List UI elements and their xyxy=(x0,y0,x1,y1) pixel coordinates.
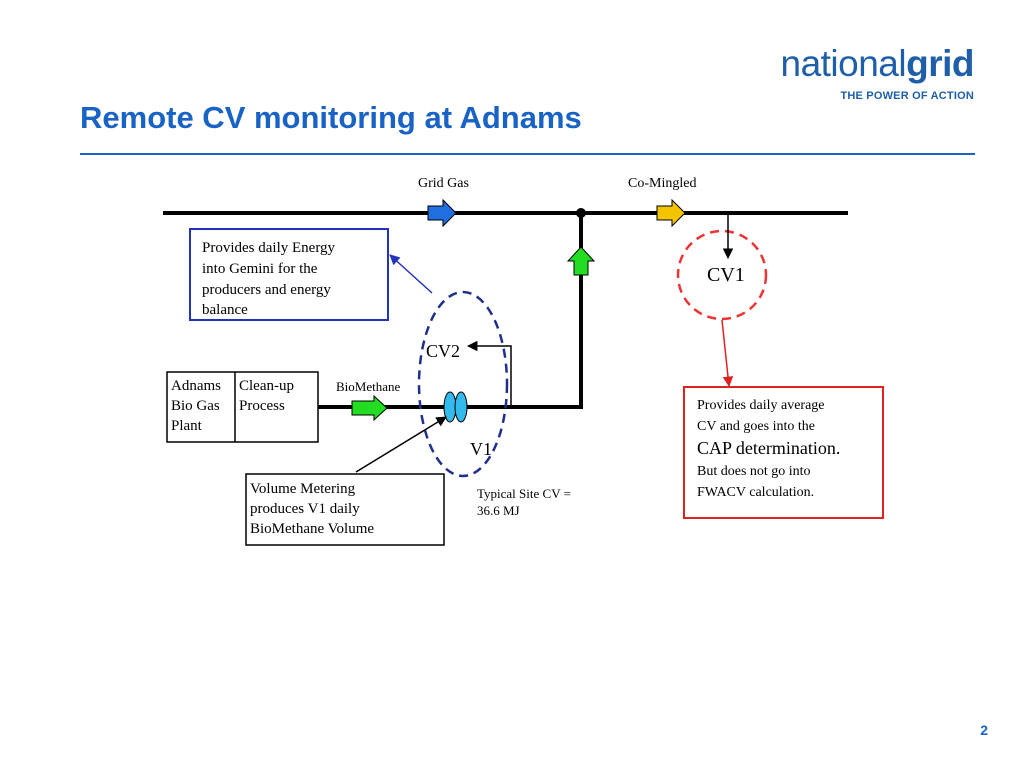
plant-line-2: Bio Gas xyxy=(171,398,220,414)
v1-label: V1 xyxy=(470,439,492,459)
energy-info-line-3: producers and energy xyxy=(202,282,331,298)
cv2-sample-line xyxy=(466,340,512,407)
logo-word-light: national xyxy=(780,43,907,84)
volume-to-meter-arrow xyxy=(355,416,447,473)
plant-box xyxy=(166,371,319,443)
plant-line-1: Adnams xyxy=(171,378,221,394)
grid-gas-flow-arrow xyxy=(427,198,457,228)
cap-info-line-2: CV and goes into the xyxy=(697,419,815,434)
cap-info-line-5: FWACV calculation. xyxy=(697,485,814,500)
cv2-label: CV2 xyxy=(426,341,460,361)
co-mingled-flow-arrow xyxy=(656,198,686,228)
title-divider xyxy=(80,153,975,155)
cleanup-line-2: Process xyxy=(239,398,285,414)
energy-info-line-2: into Gemini for the xyxy=(202,261,318,277)
injection-flow-arrow xyxy=(566,246,596,276)
energy-info-line-4: balance xyxy=(202,302,248,318)
page-number: 2 xyxy=(980,722,988,738)
biomethane-flow-arrow xyxy=(351,394,388,422)
volume-line-2: produces V1 daily xyxy=(250,501,360,517)
cv1-monitor-circle xyxy=(676,229,768,321)
national-grid-logo: nationalgrid THE POWER OF ACTION xyxy=(781,44,975,103)
site-cv-line-2: 36.6 MJ xyxy=(477,503,520,518)
cap-info-line-1: Provides daily average xyxy=(697,398,825,413)
logo-wordmark: nationalgrid xyxy=(781,44,975,84)
grid-gas-label: Grid Gas xyxy=(418,176,469,191)
energy-info-box xyxy=(189,228,389,321)
logo-word-bold: grid xyxy=(906,43,974,84)
plant-line-3: Plant xyxy=(171,418,203,434)
biomethane-label: BioMethane xyxy=(336,379,400,394)
meter-rotor-right xyxy=(454,391,468,423)
cleanup-line-1: Clean-up xyxy=(239,378,294,394)
cap-info-box xyxy=(683,386,884,519)
ellipse-to-energy-arrow xyxy=(389,254,433,294)
slide-title: Remote CV monitoring at Adnams xyxy=(80,100,582,135)
cv1-label: CV1 xyxy=(707,264,745,286)
logo-tagline: THE POWER OF ACTION xyxy=(840,90,974,102)
cv2-v1-monitor-ellipse xyxy=(417,290,509,478)
volume-metering-box xyxy=(245,473,445,546)
site-cv-line-1: Typical Site CV = xyxy=(477,486,571,501)
cap-info-line-4: But does not go into xyxy=(697,464,811,479)
co-mingled-label: Co-Mingled xyxy=(628,176,696,191)
cv1-to-cap-arrow xyxy=(721,319,734,388)
cap-info-line-3: CAP determination. xyxy=(697,438,840,458)
volume-line-3: BioMethane Volume xyxy=(250,521,374,537)
energy-info-line-1: Provides daily Energy xyxy=(202,240,336,256)
volume-line-1: Volume Metering xyxy=(250,481,356,497)
